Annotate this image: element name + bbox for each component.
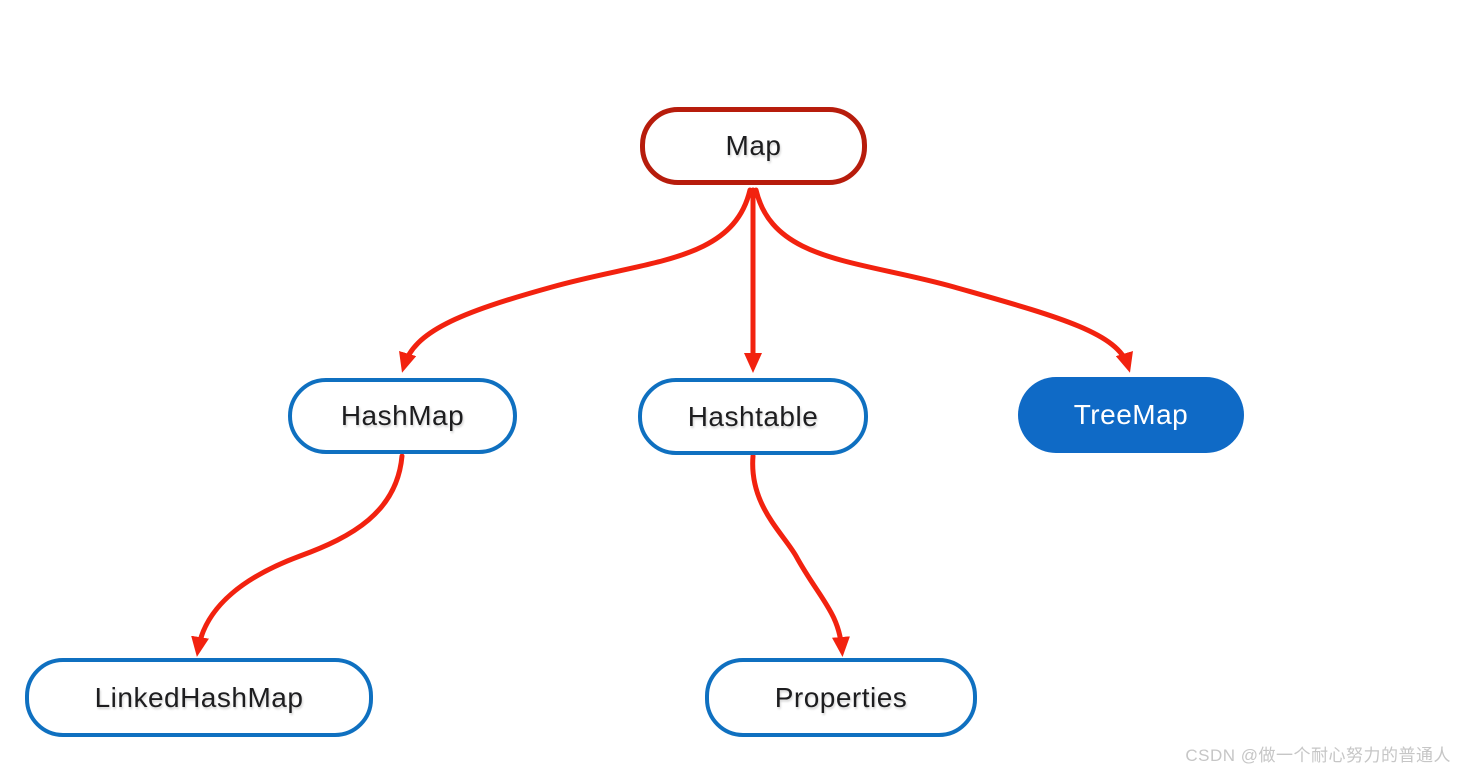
node-treemap: TreeMap <box>1018 377 1244 453</box>
edge-hashmap-linkedhashmap <box>191 453 405 657</box>
node-hashtable-label: Hashtable <box>687 400 819 432</box>
node-properties: Properties <box>705 658 977 737</box>
node-linkedhashmap-label: LinkedHashMap <box>94 681 304 713</box>
node-hashmap-label: HashMap <box>340 400 465 431</box>
edge-map-hashmap <box>399 187 753 373</box>
node-properties-label: Properties <box>774 681 908 713</box>
edge-hashtable-properties <box>750 453 850 657</box>
node-hashtable: Hashtable <box>638 378 868 455</box>
csdn-watermark: CSDN @做一个耐心努力的普通人 <box>1185 746 1451 765</box>
node-map-label: Map <box>725 130 782 161</box>
node-hashmap: HashMap <box>288 378 517 454</box>
node-linkedhashmap: LinkedHashMap <box>25 658 373 737</box>
edge-map-treemap <box>753 187 1133 373</box>
node-treemap-label: TreeMap <box>1073 399 1189 430</box>
node-map: Map <box>640 107 867 185</box>
